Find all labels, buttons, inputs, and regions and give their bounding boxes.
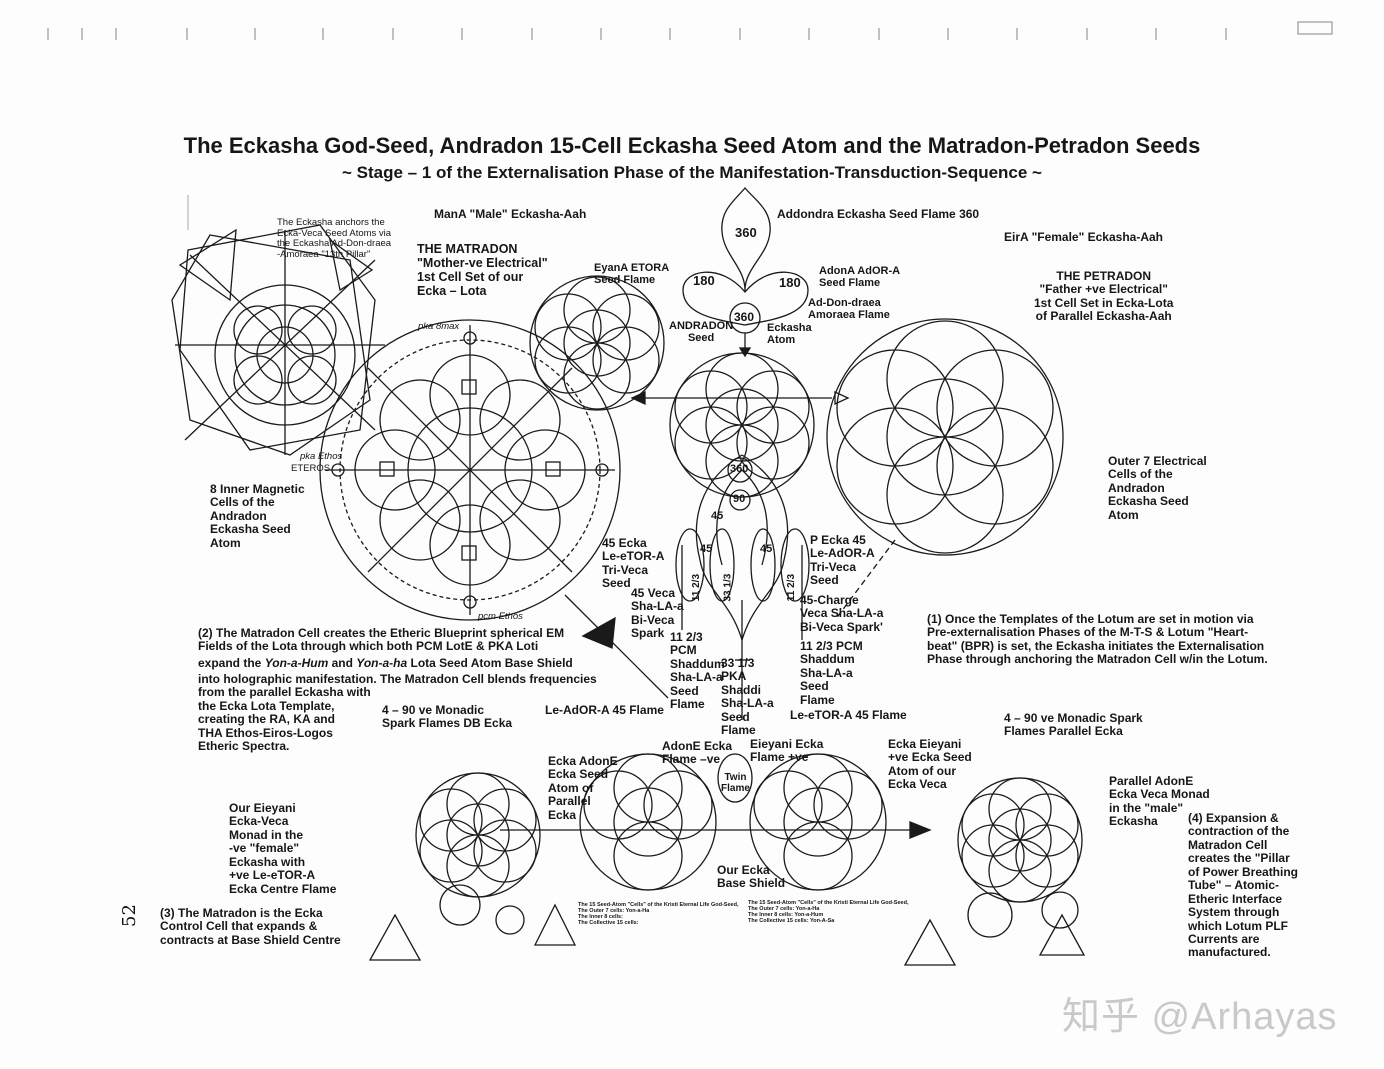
label-p-ecka-45: P Ecka 45 Le-AdOR-A Tri-Veca Seed bbox=[810, 533, 875, 588]
label-our-eieyani: Our Eieyani Ecka-Veca Monad in the -ve "… bbox=[229, 801, 337, 896]
caption-seed-atom-right: The 15 Seed-Atom "Cells" of the Kristi E… bbox=[748, 900, 909, 925]
label-adone-ecka-flame: AdonE Ecka Flame –ve bbox=[662, 739, 733, 767]
note-2-intro: (2) The Matradon Cell creates the Etheri… bbox=[198, 626, 565, 654]
label-eyana-seed-flame: EyanA ETORA Seed Flame bbox=[594, 262, 670, 287]
andradon-seed-atom bbox=[669, 352, 815, 720]
label-pcm-shaddum-left: 11 2/3 PCM Shaddum Sha-LA-a Seed Flame bbox=[670, 630, 725, 712]
num-11-2-3-right: 11 2/3 bbox=[786, 573, 798, 602]
base-shield bbox=[500, 753, 932, 891]
watermark: 知乎 @Arhayas bbox=[1062, 996, 1338, 1038]
label-adona: AdonA AdOR-A Seed Flame bbox=[819, 265, 901, 290]
num-33-1-3: 33 1/3 bbox=[722, 573, 734, 602]
eckasha-pillar-star bbox=[171, 224, 385, 456]
num-90: 90 bbox=[733, 493, 746, 505]
label-le-ador-45: Le-AdOR-A 45 Flame bbox=[545, 703, 664, 717]
connecting-arrows bbox=[564, 390, 896, 699]
petradon-cell bbox=[826, 318, 1064, 556]
note-2-expand-line: expand the Yon-a-Hum and Yon-a-ha Lota S… bbox=[198, 656, 573, 670]
label-ad-don-draea: Ad-Don-draea Amoraea Flame bbox=[808, 297, 890, 322]
label-parallel-adone: Parallel AdonE Ecka Veca Monad in the "m… bbox=[1109, 774, 1210, 829]
num-360-top: 360 bbox=[735, 225, 757, 240]
label-outer-7-cells: Outer 7 Electrical Cells of the Andradon… bbox=[1108, 454, 1207, 522]
label-inner-8-cells: 8 Inner Magnetic Cells of the Andradon E… bbox=[210, 482, 305, 550]
note-2-rest: into holographic manifestation. The Matr… bbox=[198, 672, 597, 754]
num-11-2-3-left: 11 2/3 bbox=[691, 573, 703, 602]
right-monad-cluster bbox=[903, 777, 1086, 966]
note-1: (1) Once the Templates of the Lotum are … bbox=[927, 612, 1268, 667]
diagram-subtitle: ~ Stage – 1 of the Externalisation Phase… bbox=[342, 163, 1042, 182]
page-number: 52 bbox=[118, 904, 140, 927]
num-360-mid: 360 bbox=[734, 310, 755, 324]
label-pcm-ethos: pcm Ethos bbox=[478, 611, 523, 622]
label-andradon-seed: ANDRADON Seed bbox=[669, 320, 734, 345]
label-pka-small: pka 8max bbox=[418, 321, 460, 332]
diagram-title: The Eckasha God-Seed, Andradon 15-Cell E… bbox=[183, 133, 1201, 158]
label-pka-ethos: pka Ethos bbox=[300, 451, 343, 462]
label-petradon: THE PETRADON "Father +ve Electrical" 1st… bbox=[1034, 269, 1174, 324]
label-eiros: ETEROS bbox=[291, 463, 331, 474]
scan-ticks bbox=[47, 21, 1333, 40]
label-eckasha-atom: Eckasha Atom bbox=[767, 322, 812, 347]
label-ecka-adone-seed: Ecka AdonE Ecka Seed Atom of Parallel Ec… bbox=[548, 754, 618, 822]
label-mana-male: ManA "Male" Eckasha-Aah bbox=[434, 207, 587, 221]
num-45-left: 45 bbox=[700, 543, 713, 555]
note-3: (3) The Matradon is the Ecka Control Cel… bbox=[160, 906, 341, 947]
label-eckasha-anchors: The Eckasha anchors the Ecka-Veca Seed A… bbox=[277, 217, 392, 260]
num-180-right: 180 bbox=[779, 275, 801, 290]
label-45-charge: 45-Charge Veca Sha-LA-a Bi-Veca Spark' bbox=[800, 593, 884, 634]
label-45-ecka-left: 45 Ecka Le-eTOR-A Tri-Veca Seed bbox=[602, 536, 665, 591]
label-pcm-shaddum-right: 11 2/3 PCM Shaddum Sha-LA-a Seed Flame bbox=[800, 639, 863, 707]
label-eieyani-ecka-flame: Eieyani Ecka Flame +ve bbox=[750, 737, 824, 765]
label-monadic-left: 4 – 90 ve Monadic Spark Flames DB Ecka bbox=[382, 703, 513, 731]
label-addondra: Addondra Eckasha Seed Flame 360 bbox=[777, 207, 980, 221]
caption-seed-atom-left: The 15 Seed-Atom "Cells" of the Kristi E… bbox=[578, 902, 739, 927]
label-twin-flame: Twin Flame bbox=[721, 772, 750, 795]
num-45: 45 bbox=[711, 510, 724, 522]
eyana-flower bbox=[529, 275, 665, 411]
label-monadic-right: 4 – 90 ve Monadic Spark Flames Parallel … bbox=[1004, 711, 1143, 739]
label-base-shield: Our Ecka Base Shield bbox=[717, 863, 786, 891]
matradon-cell bbox=[319, 319, 621, 621]
label-eira-female: EirA "Female" Eckasha-Aah bbox=[1004, 230, 1163, 244]
num-45-right: 45 bbox=[760, 543, 773, 555]
left-monad-cluster bbox=[368, 772, 577, 961]
label-matradon: THE MATRADON "Mother-ve Electrical" 1st … bbox=[417, 242, 548, 298]
label-ecka-eieyani-seed: Ecka Eieyani +ve Ecka Seed Atom of our E… bbox=[888, 737, 972, 792]
label-le-etor-45: Le-eTOR-A 45 Flame bbox=[790, 708, 907, 722]
label-pka-shaddi: 33 1/3 PKA Shaddi Sha-LA-a Seed Flame bbox=[721, 656, 774, 738]
num-360-low: 360 bbox=[730, 463, 749, 475]
num-180-left: 180 bbox=[693, 273, 715, 288]
note-4: (4) Expansion & contraction of the Matra… bbox=[1188, 811, 1299, 960]
label-45-veca-left: 45 Veca Sha-LA-a Bi-Veca Spark bbox=[631, 586, 684, 641]
addondra-seed-flame bbox=[682, 186, 809, 358]
